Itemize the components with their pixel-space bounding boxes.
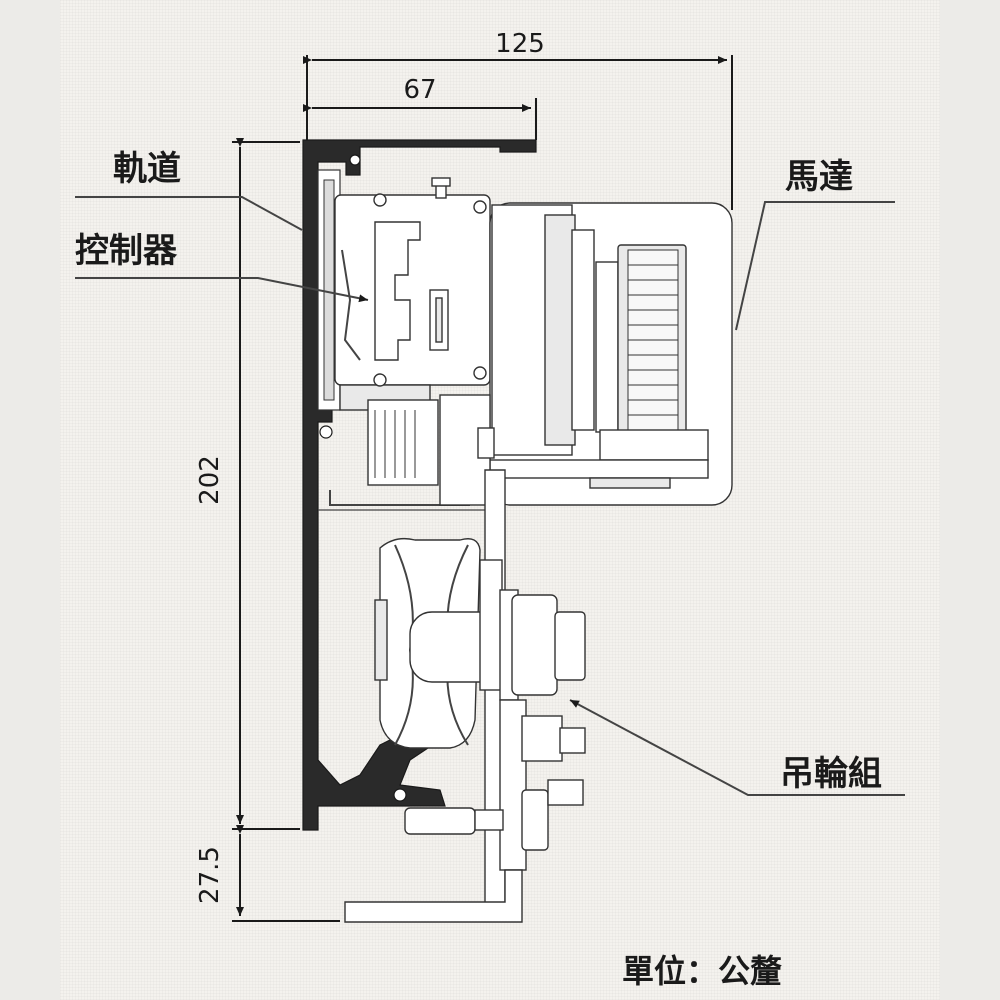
leader-lines (75, 196, 905, 796)
dimension-27-5-label: 27.5 (195, 846, 225, 904)
motor-label: 馬達 (785, 157, 853, 197)
dimension-202-label: 202 (195, 455, 225, 505)
controller-box (334, 177, 491, 411)
motor-gear-teeth (627, 249, 679, 436)
track-label: 軌道 (113, 149, 181, 189)
dimension-125-label: 125 (495, 29, 545, 59)
pulley-label: 吊輪組 (780, 754, 882, 794)
dimension-125: 125 (303, 29, 733, 210)
dimension-67: 67 (303, 75, 537, 140)
dimension-202: 202 (195, 138, 300, 830)
dimension-27-5: 27.5 (195, 825, 340, 922)
bottom-bracket (344, 869, 523, 923)
dimension-67-label: 67 (403, 75, 436, 105)
unit-note: 單位：公釐 (622, 952, 782, 990)
motor-unit (489, 202, 733, 506)
pulley-wheel-assembly (374, 537, 586, 871)
controller-label: 控制器 (75, 231, 178, 271)
